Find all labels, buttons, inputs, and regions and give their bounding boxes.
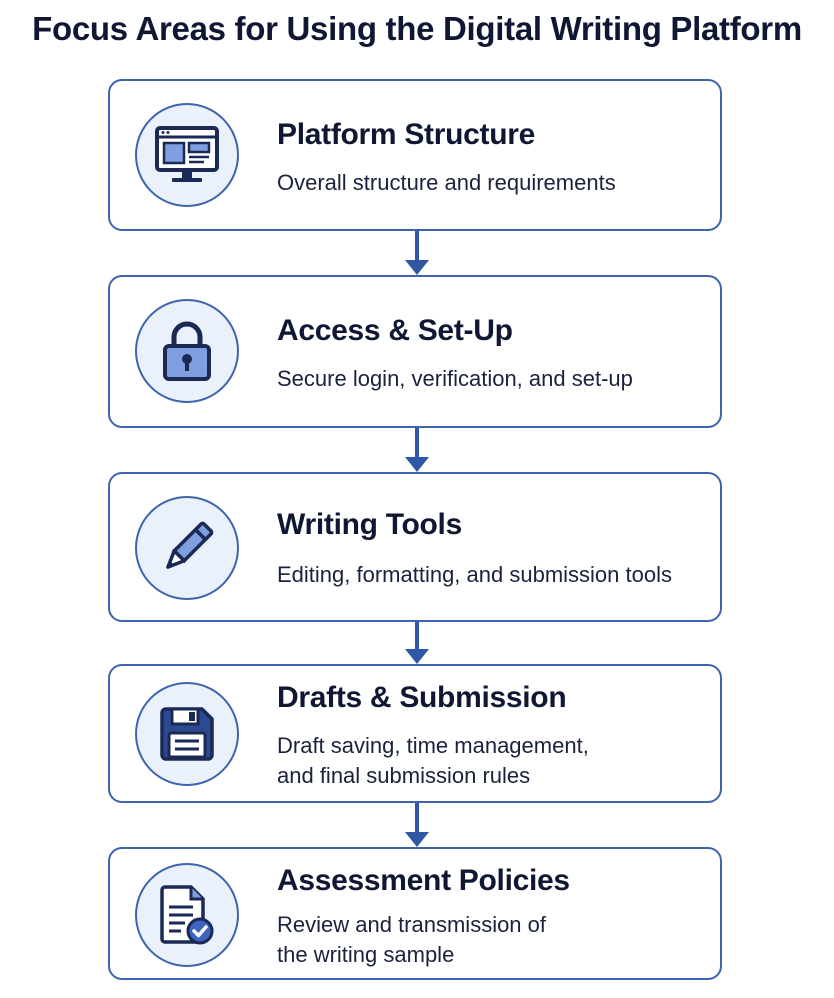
floppy-disk-icon: [160, 707, 214, 761]
document-check-icon: [160, 885, 214, 945]
step-description: Draft saving, time management,: [277, 733, 589, 758]
step-description: Overall structure and requirements: [277, 170, 616, 195]
step-description: Secure login, verification, and set-up: [277, 366, 633, 391]
flow-arrow: [405, 428, 429, 472]
step-title: Drafts & Submission: [277, 681, 567, 714]
icon-circle: [135, 103, 239, 207]
step-description: the writing sample: [277, 942, 455, 967]
step-title: Assessment Policies: [277, 864, 570, 897]
flow-arrow: [405, 622, 429, 664]
step-card-platform-structure: Platform Structure Overall structure and…: [108, 79, 722, 231]
page-title: Focus Areas for Using the Digital Writin…: [32, 10, 802, 47]
step-card-drafts-submission: Drafts & Submission Draft saving, time m…: [108, 664, 722, 803]
step-title: Platform Structure: [277, 118, 535, 151]
flow-arrow: [405, 231, 429, 275]
step-card-assessment-policies: Assessment Policies Review and transmiss…: [108, 847, 722, 980]
step-description: and final submission rules: [277, 763, 531, 788]
step-description: Review and transmission of: [277, 912, 547, 937]
icon-circle: [135, 863, 239, 967]
flow-arrow: [405, 803, 429, 847]
icon-circle: [135, 682, 239, 786]
step-card-access-setup: Access & Set-Up Secure login, verificati…: [108, 275, 722, 428]
step-card-writing-tools: Writing Tools Editing, formatting, and s…: [108, 472, 722, 622]
step-description: Editing, formatting, and submission tool…: [277, 562, 672, 587]
pencil-icon: [166, 521, 214, 569]
icon-circle: [135, 299, 239, 403]
icon-circle: [135, 496, 239, 600]
step-title: Writing Tools: [277, 508, 462, 541]
padlock-icon: [163, 321, 211, 381]
step-title: Access & Set-Up: [277, 314, 513, 347]
monitor-icon: [155, 126, 219, 182]
